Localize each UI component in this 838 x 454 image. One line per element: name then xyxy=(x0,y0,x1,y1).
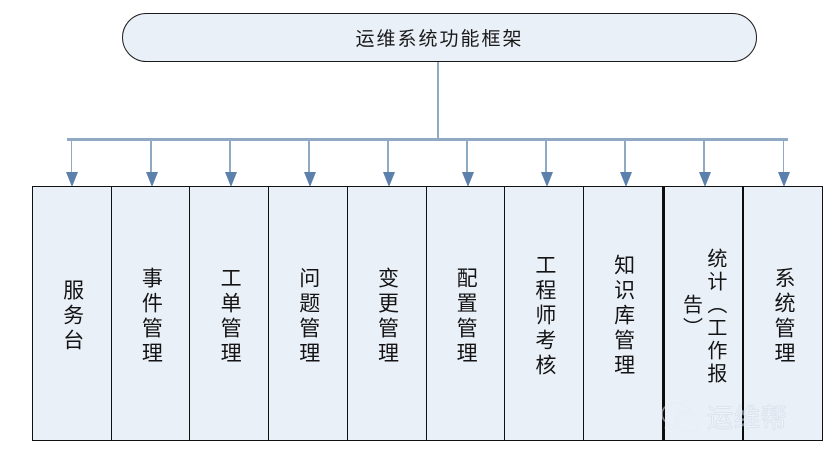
function-box-label: 事件管理 xyxy=(139,266,164,367)
diagram-title-node: 运维系统功能框架 xyxy=(122,13,757,62)
function-box[interactable]: 工程师考核 xyxy=(505,187,584,440)
connector-drop xyxy=(782,139,785,177)
connector-drop xyxy=(624,139,627,177)
function-box-label: 工单管理 xyxy=(218,266,243,367)
function-box-label: 变更管理 xyxy=(375,266,400,367)
function-box-label: 系统管理 xyxy=(771,266,796,367)
connector-drop xyxy=(70,139,73,177)
connector-drop xyxy=(466,139,468,177)
connector-arrowhead xyxy=(66,172,79,187)
function-box[interactable]: 问题管理 xyxy=(269,187,348,440)
function-box-label: 问题管理 xyxy=(296,266,321,367)
connector-arrowhead xyxy=(778,172,791,187)
connector-arrowhead xyxy=(382,172,395,187)
connector-stem xyxy=(437,62,439,139)
function-box-label: 知识库管理 xyxy=(611,254,636,379)
connector-drop xyxy=(149,139,152,177)
function-box-label: 服务台 xyxy=(60,279,85,354)
function-box[interactable]: 变更管理 xyxy=(347,187,427,440)
function-box-label: 工程师考核 xyxy=(532,254,557,379)
function-box-row: 服务台 事件管理 工单管理 问题管理 变更管理 配置管理 工程师考核 知识库管理 统计（工作报告… xyxy=(32,186,823,441)
connector-arrowhead xyxy=(699,172,712,187)
connector-drop xyxy=(387,139,389,177)
page-title: 运维系统功能框架 xyxy=(355,28,524,50)
connector-drop xyxy=(228,139,231,177)
connector-arrowhead xyxy=(224,172,237,187)
connector-bus xyxy=(67,138,788,141)
function-box[interactable]: 事件管理 xyxy=(111,187,191,440)
function-box[interactable]: 服务台 xyxy=(33,187,112,440)
function-box[interactable]: 配置管理 xyxy=(426,187,506,440)
connector-arrowhead xyxy=(303,172,316,187)
connector-arrowhead xyxy=(461,172,474,187)
connector-drop xyxy=(703,139,706,177)
function-box[interactable]: 知识库管理 xyxy=(583,187,663,440)
function-box-label: 配置管理 xyxy=(454,266,479,367)
connector-arrowhead xyxy=(541,172,554,187)
function-box[interactable]: 统计（工作报告） xyxy=(662,187,745,440)
function-box[interactable]: 系统管理 xyxy=(744,187,823,440)
function-box[interactable]: 工单管理 xyxy=(190,187,270,440)
connector-arrowhead xyxy=(145,172,158,187)
connector-arrowhead xyxy=(620,172,633,187)
connector-drop xyxy=(307,139,310,177)
function-box-label: 统计（工作报告） xyxy=(679,247,728,386)
connector-drop xyxy=(545,139,548,177)
